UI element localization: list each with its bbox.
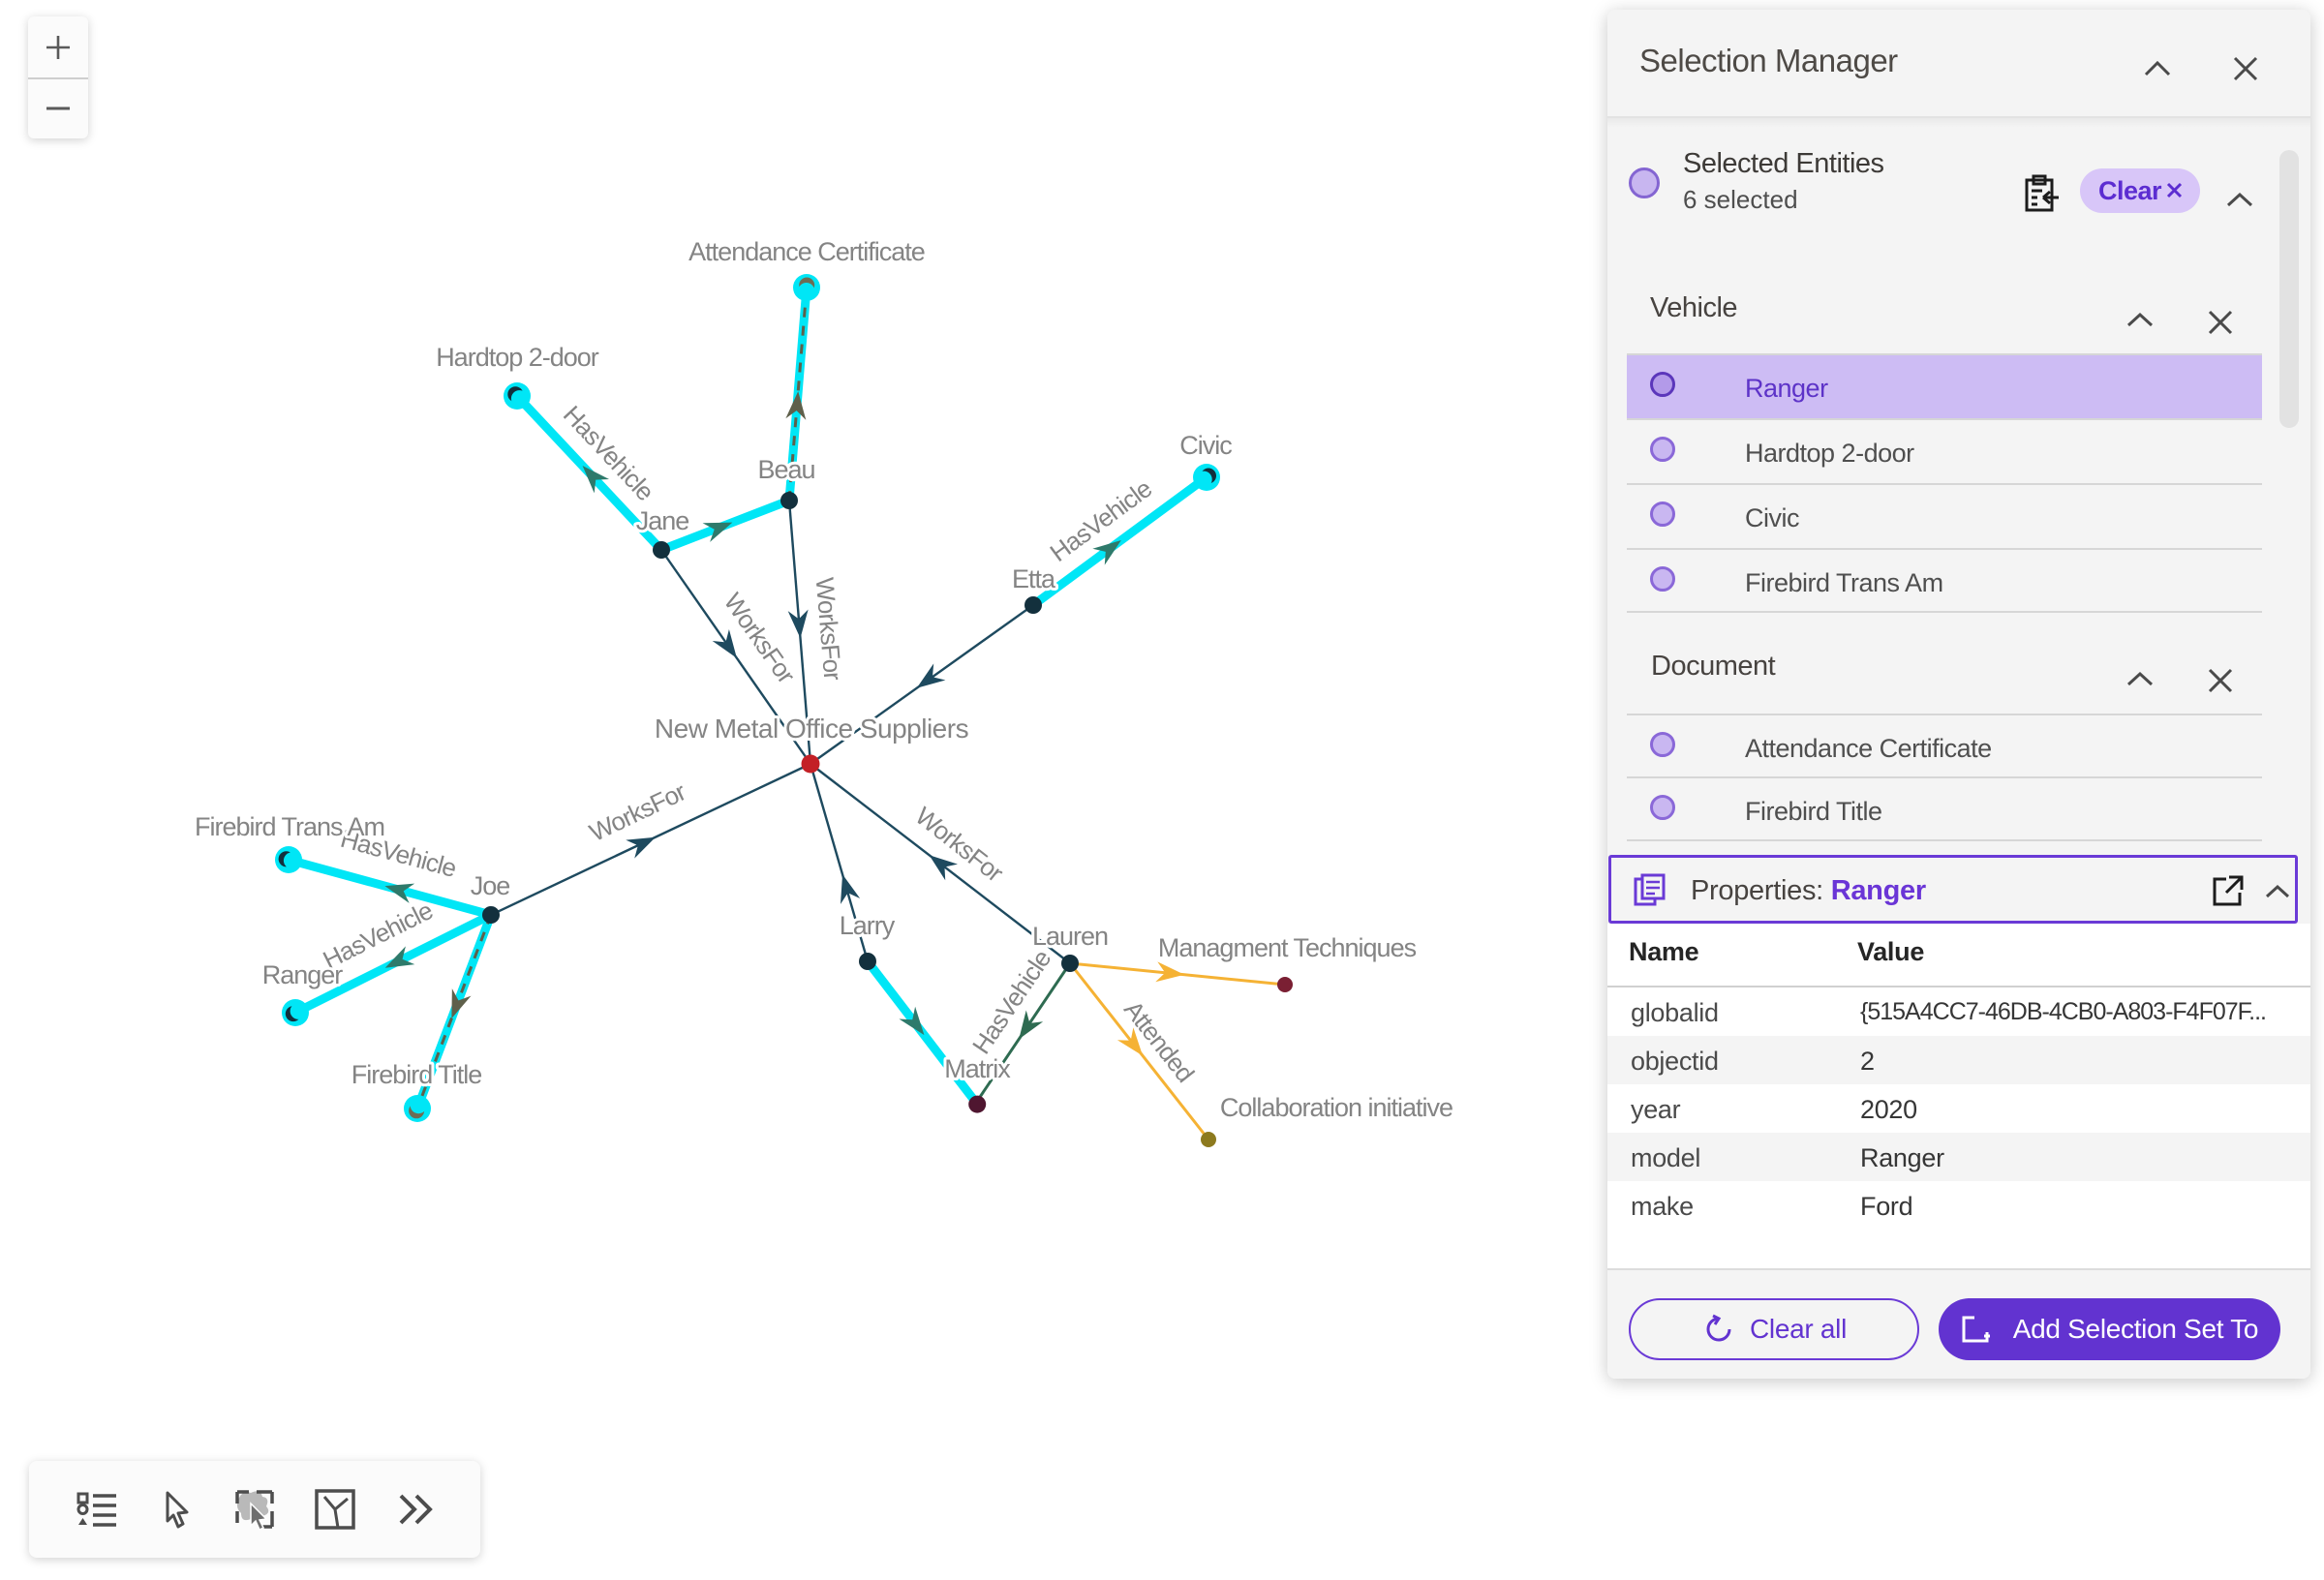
svg-text:Collaboration initiative: Collaboration initiative — [1220, 1093, 1452, 1122]
svg-text:Firebird Trans Am: Firebird Trans Am — [195, 812, 384, 841]
svg-text:Attendance Certificate: Attendance Certificate — [688, 237, 925, 266]
svg-text:WorksFor: WorksFor — [910, 801, 1010, 888]
svg-text:Jane: Jane — [636, 506, 689, 535]
svg-text:Matrix: Matrix — [944, 1054, 1011, 1083]
svg-text:Etta: Etta — [1012, 564, 1056, 593]
svg-text:WorksFor: WorksFor — [810, 576, 848, 682]
svg-text:Larry: Larry — [840, 911, 896, 940]
svg-text:Civic: Civic — [1179, 431, 1232, 460]
svg-text:Joe: Joe — [471, 871, 510, 900]
svg-text:Firebird Title: Firebird Title — [352, 1060, 482, 1089]
svg-text:Ranger: Ranger — [262, 960, 344, 989]
svg-text:New Metal Office Suppliers: New Metal Office Suppliers — [655, 714, 968, 744]
svg-text:Hardtop 2-door: Hardtop 2-door — [436, 343, 599, 372]
svg-text:Lauren: Lauren — [1032, 922, 1108, 951]
svg-text:Beau: Beau — [757, 455, 814, 484]
svg-text:WorksFor: WorksFor — [585, 776, 690, 847]
svg-text:Managment Techniques: Managment Techniques — [1158, 933, 1417, 962]
